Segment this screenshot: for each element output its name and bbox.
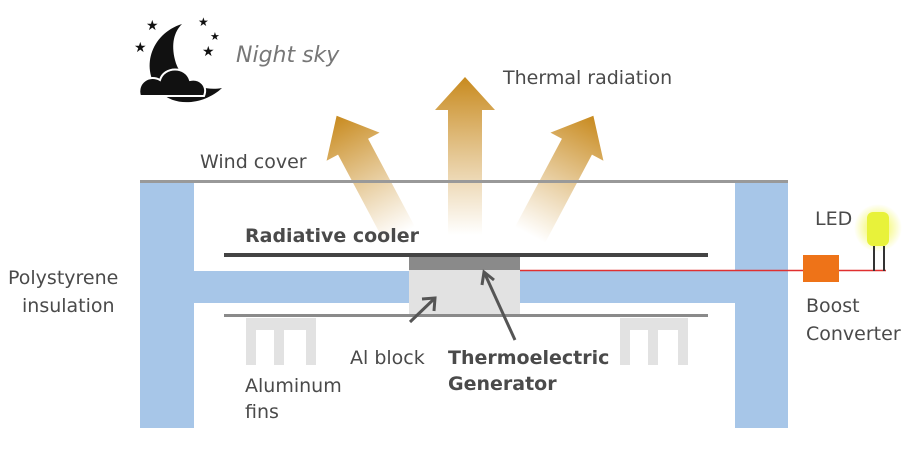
night-sky-label: Night sky xyxy=(236,43,340,68)
svg-text:★: ★ xyxy=(202,44,215,60)
svg-text:★: ★ xyxy=(210,30,220,43)
boost-label-line2: Converter xyxy=(806,323,901,345)
teg-label-line2: Generator xyxy=(448,373,557,395)
fins-label-line1: Aluminum xyxy=(245,375,342,397)
svg-text:★: ★ xyxy=(198,15,209,29)
bottom-plate xyxy=(224,314,708,317)
al-block-label: Al block xyxy=(350,347,425,369)
thermoelectric-generator xyxy=(409,257,520,270)
led-icon xyxy=(854,204,902,271)
polystyrene-label-line2: insulation xyxy=(22,295,115,317)
led-label: LED xyxy=(815,208,852,230)
aluminum-fins-left xyxy=(246,318,316,365)
radiative-cooler xyxy=(224,253,708,257)
boost-converter xyxy=(803,255,839,282)
radiation-arrow-center xyxy=(435,77,495,235)
svg-text:★: ★ xyxy=(134,40,147,56)
teg-label-line1: Thermoelectric xyxy=(448,347,609,369)
al-block xyxy=(409,270,520,316)
wind-cover-label: Wind cover xyxy=(200,151,307,173)
aluminum-fins-right xyxy=(620,318,688,365)
svg-text:★: ★ xyxy=(146,18,159,34)
fins-label-line2: fins xyxy=(245,401,279,423)
polystyrene-insulation xyxy=(140,183,788,428)
polystyrene-label-line1: Polystyrene xyxy=(8,267,118,289)
moon-cloud-icon: ★ ★ ★ ★ ★ xyxy=(134,15,222,103)
radiation-arrow-left xyxy=(326,115,416,243)
boost-label-line1: Boost xyxy=(806,295,860,317)
pointer-arrows xyxy=(408,269,517,341)
radiative-cooler-label: Radiative cooler xyxy=(245,225,420,247)
wind-cover xyxy=(140,180,788,183)
radiation-arrow-right xyxy=(514,115,604,243)
thermal-radiation-label: Thermal radiation xyxy=(502,67,672,89)
